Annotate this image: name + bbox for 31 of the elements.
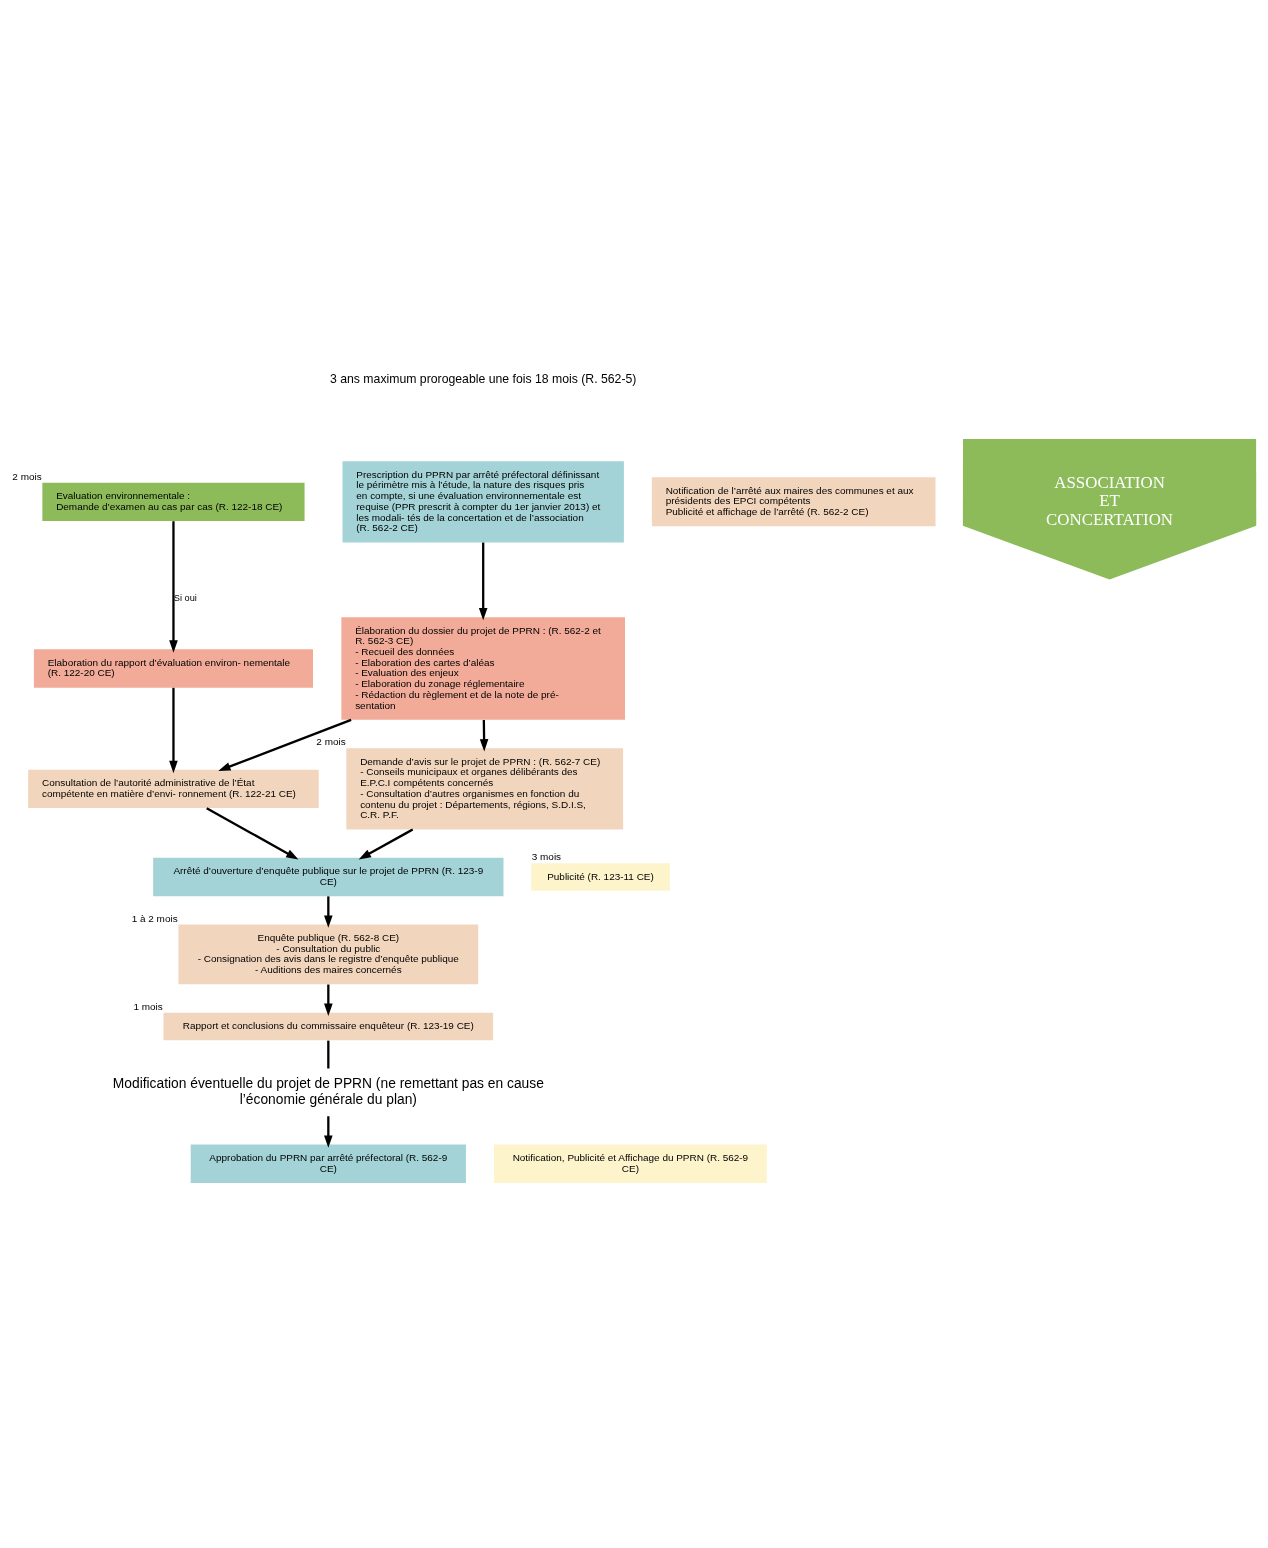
arrow [218,718,352,771]
node-box: Approbation du PPRN par arrêté préfectoral (R. 562-9 CE) [190,1144,466,1183]
arrow [358,828,414,860]
node-label: 1 à 2 mois [131,912,178,924]
arrow [206,807,299,860]
arrow [169,521,178,653]
node-box: Rapport et conclusions du commissaire enquêteur (R. 123-19 CE) [163,1012,494,1041]
node-box: Notification de l’arrêté aux maires des communes et aux présidents des EPCI compétents Publicité et affichage de l’arrêté (R. 562-2 CE) [651,477,936,527]
label: 3 ans maximum prorogeable une fois 18 mois (R. 562-5) [329,372,637,387]
node-label: 2 mois [316,736,346,748]
node-box: Publicité (R. 123-11 CE) [531,863,670,891]
arrow [324,896,333,928]
node-box: Enquête publique (R. 562-8 CE) - Consultation du public - Consignation des avis dans le registre d’enquête publique - Auditions des maires concernés [178,924,479,985]
node-box: Elaboration du rapport d’évaluation environ- nementale (R. 122-20 CE) [33,649,313,688]
node-text: Modification éventuelle du projet de PPRN (ne remettant pas en cause l’économie générale du plan) [112,1076,544,1107]
node-box: Élaboration du dossier du projet de PPRN : (R. 562-2 et R. 562-3 CE) - Recueil des données - Elaboration des cartes d’aléas - Evaluation des enjeux - Elaboration du zonage réglementaire - Rédaction du règlement et de la note de pré- sentation [341,617,626,720]
node-box: Notification, Publicité et Affichage du PPRN (R. 562-9 CE) [493,1144,767,1183]
arrow [324,1116,333,1148]
node-label: 3 mois [531,851,562,863]
node-box: Demande d’avis sur le projet de PPRN : (R. 562-7 CE) - Conseils municipaux et organes délibérants des E.P.C.I compétents concernés - Consultation d’autres organismes en fonction du contenu du projet : Départements, régions, S.D.I.S, C.R. P.F. [346,748,624,830]
arrow [169,687,178,774]
node-box: Consultation de l’autorité administrative de l’État compétente en matière d’envi- ronnement (R. 122-21 CE) [28,769,319,809]
node-box: Prescription du PPRN par arrêté préfectoral définissant le périmètre mis à l’étude, la nature des risques pris en compte, si une évaluation environnementale est requise (PPR prescrit à compter du 1er janvier 2013) et les modali- tés de la concertation et de l’association (R. 562-2 CE) [342,461,624,543]
arrow [479,720,489,752]
node-label: 1 mois [133,1000,163,1012]
node-label: 2 mois [12,470,42,482]
arrow [478,542,488,621]
arrow [324,984,333,1016]
connector [327,1040,330,1069]
node-box: Evaluation environnementale : Demande d’examen au cas par cas (R. 122-18 CE) [42,482,305,521]
node-box: Arrêté d’ouverture d’enquête publique sur le projet de PPRN (R. 123-9 CE) [153,857,504,897]
